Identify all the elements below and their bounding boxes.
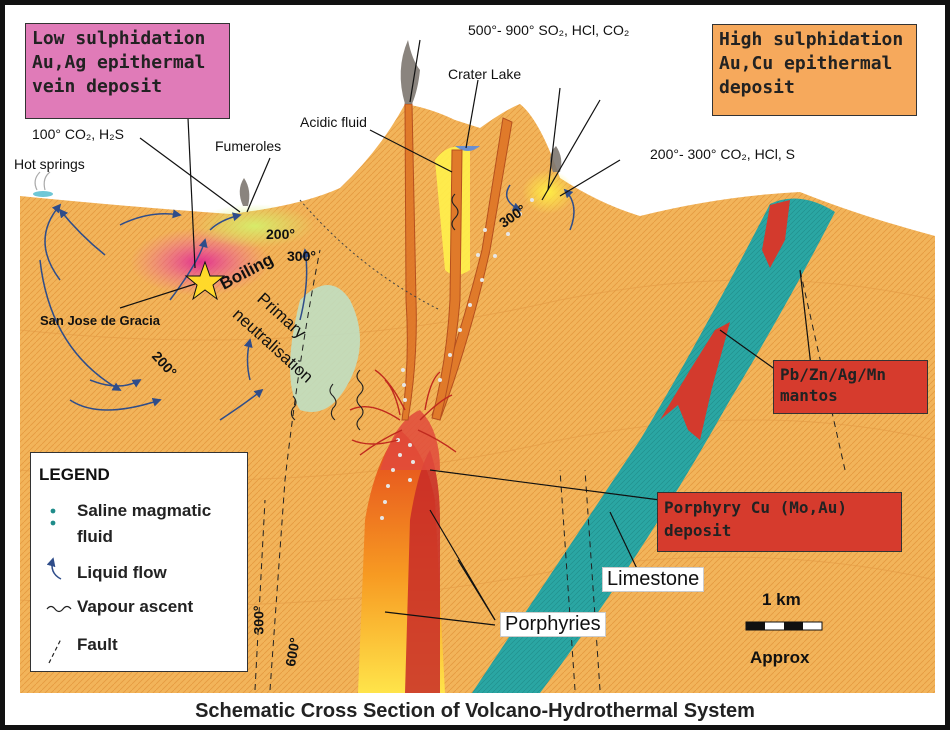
limestone-label: Limestone xyxy=(602,567,705,592)
conduit-center xyxy=(431,149,463,421)
approx-label: Approx xyxy=(750,648,810,667)
porphyry-box: Porphyry Cu (Mo,Au) deposit xyxy=(657,492,902,552)
saline-fluid-icon xyxy=(50,508,56,514)
low-sulphidation-line-2: Au,Ag epithermal xyxy=(32,52,206,73)
plume-summit xyxy=(400,40,420,104)
mantos-body xyxy=(762,200,790,268)
porphyry-cap xyxy=(380,410,440,470)
legend: LEGEND Saline magmatic fluid Liquid flow… xyxy=(30,452,248,672)
mantos-line-2: mantos xyxy=(780,386,838,405)
conduit-main xyxy=(401,103,417,421)
temp-300-c: 300° xyxy=(250,605,267,635)
mantos-line-1: Pb/Zn/Ag/Mn xyxy=(780,365,886,384)
porphyry-line-1: Porphyry Cu (Mo,Au) xyxy=(664,498,848,517)
vapour-ascent-icon xyxy=(46,605,72,613)
scale-bar xyxy=(745,621,823,631)
gas-label-right: 200°- 300° CO₂, HCl, S xyxy=(650,146,796,162)
acidic-fluid-label: Acidic fluid xyxy=(300,114,367,130)
legend-symbols xyxy=(46,508,72,664)
plume-fumerole xyxy=(239,178,250,206)
gas-label-top: 500°- 900° SO₂, HCl, CO₂ xyxy=(468,22,630,38)
porphyry-line-2: deposit xyxy=(664,521,732,540)
figure-caption: Schematic Cross Section of Volcano-Hydro… xyxy=(195,700,755,722)
san-jose-label: San Jose de Gracia xyxy=(40,313,160,328)
porphyry-body xyxy=(405,450,440,693)
high-sulphidation-line-2: Au,Cu epithermal xyxy=(719,53,893,74)
temp-200-a: 200° xyxy=(266,226,295,242)
high-sulphidation-box: High sulphidation Au,Cu epithermal depos… xyxy=(712,24,917,116)
porphyries-label: Porphyries xyxy=(500,612,606,637)
low-sulphidation-box: Low sulphidation Au,Ag epithermal vein d… xyxy=(25,23,230,119)
high-sulphidation-line-1: High sulphidation xyxy=(719,29,904,50)
mantos-body-lower xyxy=(660,322,730,440)
legend-title: LEGEND xyxy=(39,465,110,484)
low-sulphidation-line-3: vein deposit xyxy=(32,76,163,97)
legend-item-vapour: Vapour ascent xyxy=(77,597,194,616)
fumerole-zone xyxy=(195,204,315,248)
liquid-flow-icon xyxy=(46,557,62,580)
mantos-box: Pb/Zn/Ag/Mn mantos xyxy=(773,360,928,414)
high-sulphidation-zone xyxy=(522,170,574,214)
hot-spring-pool xyxy=(33,191,53,197)
fumeroles-label: Fumeroles xyxy=(215,138,282,154)
legend-item-liquid-flow: Liquid flow xyxy=(77,563,167,582)
legend-item-saline: Saline magmatic xyxy=(77,501,212,520)
crater-lake-label: Crater Lake xyxy=(448,66,522,82)
boiling-star-icon xyxy=(184,260,226,301)
scale-label: 1 km xyxy=(762,590,801,609)
limestone-bed xyxy=(472,198,835,694)
fault-icon xyxy=(48,638,62,664)
legend-item-fluid: fluid xyxy=(77,527,113,546)
legend-item-fault: Fault xyxy=(77,635,118,654)
co2-h2s-label: 100° CO₂, H₂S xyxy=(32,126,124,142)
high-sulphidation-line-3: deposit xyxy=(719,77,795,98)
low-sulphidation-line-1: Low sulphidation xyxy=(32,28,206,49)
temp-300-a: 300° xyxy=(287,248,316,264)
crater-lake xyxy=(455,146,480,151)
hot-springs-label: Hot springs xyxy=(14,156,85,172)
